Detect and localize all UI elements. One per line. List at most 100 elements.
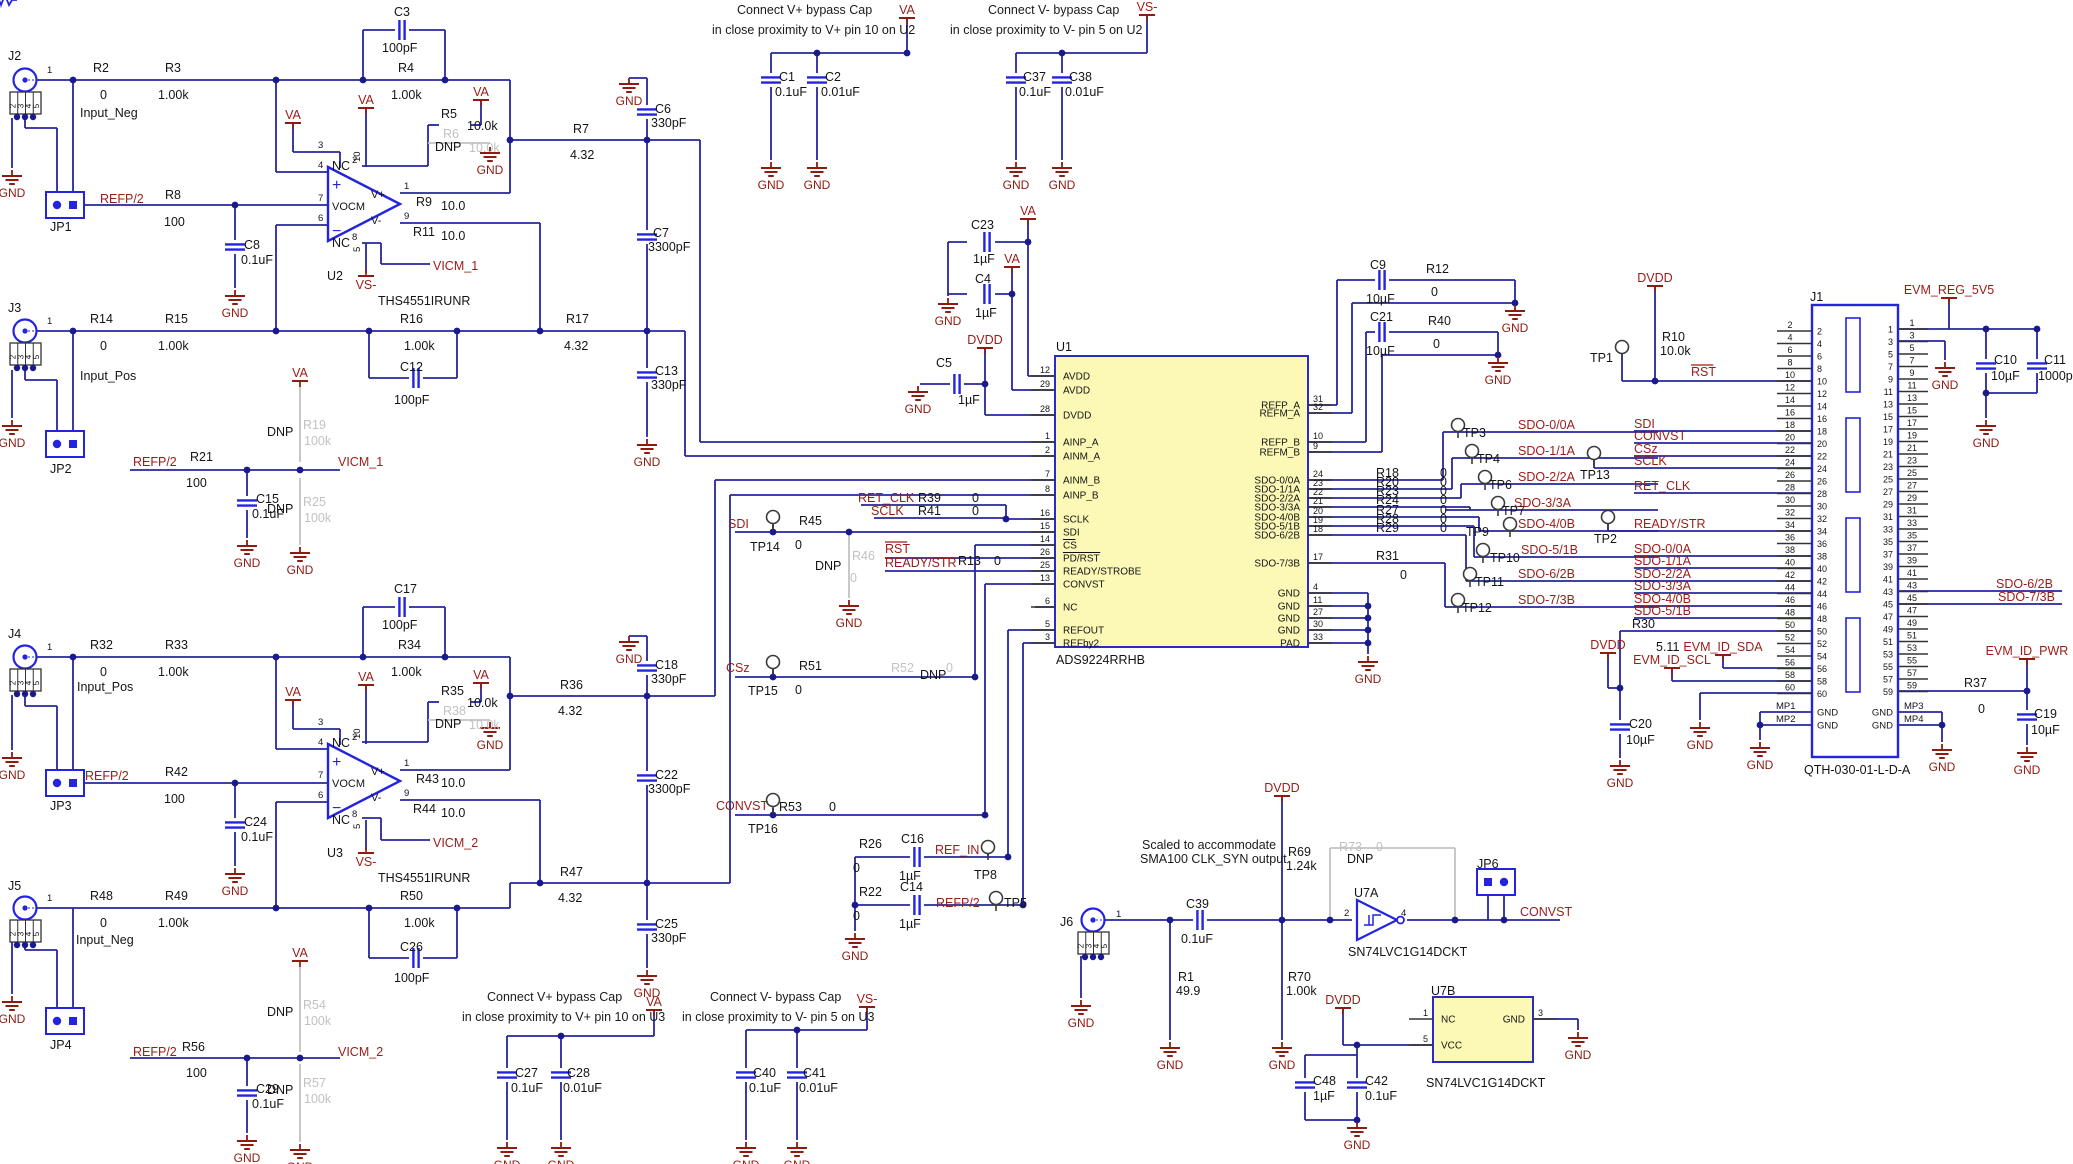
black-label: C26 bbox=[400, 940, 423, 954]
black-label: V- bbox=[371, 792, 382, 804]
j1-left-pin-number: 48 bbox=[1785, 608, 1795, 618]
black-label: + bbox=[332, 177, 341, 194]
power-flag-DVDD: DVDD bbox=[1325, 993, 1361, 1014]
j1-right-pin-number-inner: 5 bbox=[1888, 350, 1893, 360]
black-label: 0.1uF bbox=[252, 507, 284, 521]
junction-dot bbox=[1166, 916, 1174, 924]
black-label: 1.24k bbox=[1286, 859, 1317, 873]
j1-left-pin-number: 26 bbox=[1785, 470, 1795, 480]
gnd-label: GND bbox=[842, 949, 869, 963]
black-label: NC bbox=[332, 736, 350, 750]
black-label: 6 bbox=[318, 790, 323, 801]
junction-dot bbox=[769, 673, 777, 681]
net-label: SDO-2/2A bbox=[1518, 470, 1576, 484]
junction-dot bbox=[557, 1032, 565, 1040]
pin-number: 10 bbox=[1313, 431, 1323, 441]
j1-right-pin-number-inner: 43 bbox=[1883, 587, 1893, 597]
capacitor-C2 bbox=[806, 73, 828, 87]
black-label: R3 bbox=[165, 61, 181, 75]
pin-number: 18 bbox=[1313, 524, 1323, 534]
test-point-label: TP12 bbox=[1462, 601, 1492, 615]
j1-right-pin-number-inner: 49 bbox=[1883, 625, 1893, 635]
junction-dot bbox=[1019, 901, 1027, 909]
black-label: R39 bbox=[918, 491, 941, 505]
black-label: 1 bbox=[1116, 909, 1121, 920]
power-flag-label: VA bbox=[285, 108, 301, 122]
net-label: SDO-1/1A bbox=[1518, 444, 1576, 458]
test-point-TP15: TP15 bbox=[748, 654, 781, 698]
j1-left-pin-number: 12 bbox=[1785, 383, 1795, 393]
power-flag-VS-: VS- bbox=[857, 992, 877, 1013]
j1-right-pin-number: 51 bbox=[1907, 631, 1917, 641]
pin-number: 2 bbox=[1045, 445, 1050, 455]
black-label: R33 bbox=[165, 638, 188, 652]
junction-dot bbox=[272, 653, 280, 661]
opamp-triangle bbox=[326, 165, 403, 243]
pin-name: SDO-0/0A bbox=[1254, 476, 1300, 487]
power-flag-label: VA bbox=[646, 995, 662, 1009]
black-label: R46 bbox=[852, 549, 875, 563]
black-label: R15 bbox=[165, 312, 188, 326]
black-label: R47 bbox=[560, 865, 583, 879]
note-text: Connect V- bypass Cap bbox=[988, 3, 1119, 17]
black-label: 4 bbox=[1401, 908, 1406, 919]
black-label: R26 bbox=[859, 837, 882, 851]
j1-right-pin-number-inner: 51 bbox=[1883, 637, 1893, 647]
gnd-label: GND bbox=[287, 1160, 314, 1164]
power-flag-label: DVDD bbox=[1637, 271, 1672, 285]
pin-name: AINM_B bbox=[1063, 476, 1101, 487]
junction-dot bbox=[1511, 299, 1519, 307]
j1-left-pin-number: 38 bbox=[1785, 545, 1795, 555]
gnd-label: GND bbox=[634, 455, 661, 469]
test-point-TP1: TP1 bbox=[1590, 339, 1630, 365]
net-label: CSz bbox=[726, 661, 750, 675]
j1-left-pin-number-inner: 6 bbox=[1817, 352, 1822, 362]
black-label: 10.0 bbox=[441, 776, 465, 790]
gnd-symbol: GND bbox=[477, 147, 504, 177]
j1-right-pin-number-inner: 21 bbox=[1883, 450, 1893, 460]
black-label: 4.32 bbox=[558, 704, 582, 718]
black-label: NC bbox=[332, 236, 350, 250]
power-flag-EVM_ID_SCL: EVM_ID_SCL bbox=[1633, 653, 1711, 674]
gnd-label: GND bbox=[1502, 321, 1529, 335]
j1-left-pin-number-inner: 22 bbox=[1817, 452, 1827, 462]
power-flag-VA: VA bbox=[1004, 252, 1021, 273]
capacitor-C20 bbox=[1609, 720, 1631, 734]
gnd-label: GND bbox=[287, 563, 314, 577]
pin-name: CS bbox=[1063, 541, 1077, 552]
black-label: 0 bbox=[946, 661, 953, 675]
power-flag-DVDD: DVDD bbox=[1637, 271, 1673, 292]
power-flag-VA: VA bbox=[285, 685, 302, 706]
black-label: DNP bbox=[1347, 852, 1373, 866]
junction-dot bbox=[69, 327, 77, 335]
black-label: 330pF bbox=[651, 672, 687, 686]
gnd-symbol: GND bbox=[616, 636, 643, 666]
j1-mp-gnd: GND bbox=[1872, 721, 1893, 732]
black-label: 4.32 bbox=[564, 339, 588, 353]
j1-left-pin-number-inner: 2 bbox=[1817, 327, 1822, 337]
junction-dot bbox=[903, 49, 911, 57]
j1-left-pin-number: 44 bbox=[1785, 583, 1795, 593]
pin-number: 1 bbox=[1045, 431, 1050, 441]
junction-dot bbox=[243, 1054, 251, 1062]
black-label: 6 bbox=[318, 213, 323, 224]
test-point-TP14: TP14 bbox=[750, 509, 781, 554]
net-label: SDO-3/3A bbox=[1514, 496, 1572, 510]
junction-dot bbox=[296, 1054, 304, 1062]
black-label: 1.00k bbox=[404, 339, 435, 353]
j1-left-pin-number-inner: 18 bbox=[1817, 427, 1827, 437]
j1-left-pin-number: 60 bbox=[1785, 683, 1795, 693]
power-flag-VA: VA bbox=[646, 995, 663, 1016]
gnd-symbol: GND bbox=[1565, 1032, 1592, 1062]
gnd-symbol: GND bbox=[804, 162, 831, 192]
jumper-JP4 bbox=[45, 1007, 85, 1035]
capacitor-C25 bbox=[636, 920, 658, 934]
gnd-label: GND bbox=[1485, 373, 1512, 387]
pin-number: 23 bbox=[1313, 478, 1323, 488]
j1-left-pin-number-inner: 4 bbox=[1817, 339, 1822, 349]
j1-right-pin-number: 23 bbox=[1907, 456, 1917, 466]
j1-left-pin-number: 10 bbox=[1785, 370, 1795, 380]
black-label: 0 bbox=[850, 571, 857, 585]
j1-right-pin-number-inner: 59 bbox=[1883, 687, 1893, 697]
